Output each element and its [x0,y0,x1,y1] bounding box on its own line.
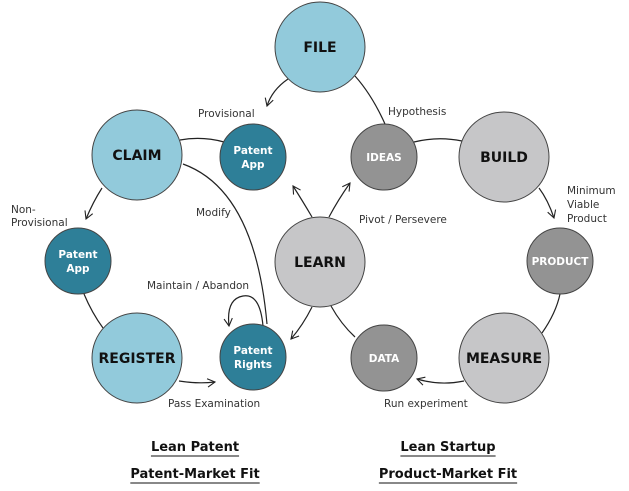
title-product-market-fit: Product-Market Fit [379,467,517,482]
edge-patent-rights-self-loop [223,295,264,328]
label-maintain-abandon: Maintain / Abandon [147,280,249,292]
title-patent-market-fit: Patent-Market Fit [130,467,259,482]
label-provisional: Provisional [198,108,255,120]
node-patent-app-top: Patent App [219,123,287,191]
label-pivot-persevere: Pivot / Persevere [359,214,447,226]
label-hypothesis: Hypothesis [388,106,446,118]
node-label: BUILD [480,150,528,166]
edge-patent-app-register [83,293,104,329]
node-ideas: IDEAS [350,123,418,191]
node-label: MEASURE [466,351,542,367]
edge-ideas-build [413,138,463,143]
edge-claim-to-patent-rights-modify [182,163,268,325]
label-non-provisional-line1: Non- [11,204,36,216]
node-data: DATA [350,324,418,392]
node-label-line1: Patent [233,345,272,357]
edge-learn-to-ideas [328,182,351,218]
label-non-provisional-line2: Provisional [11,217,68,229]
edge-build-to-product [538,187,557,220]
edge-product-measure [541,293,561,334]
node-circle [274,1,366,93]
node-circle [526,227,594,295]
node-claim: CLAIM [91,109,183,201]
edge-file-to-ideas [354,75,386,125]
node-file: FILE [274,1,366,93]
node-label-line2: Rights [234,359,272,371]
node-circle [44,227,112,295]
node-circle [350,123,418,191]
node-circle [219,323,287,391]
node-label: IDEAS [366,152,401,164]
node-build: BUILD [458,111,550,203]
node-label-line1: Patent [233,145,272,157]
label-mvp-line3: Product [567,213,607,225]
edge-learn-data [330,305,356,338]
edge-learn-to-patent-rights [290,306,313,340]
edge-measure-to-data [415,376,465,386]
node-measure: MEASURE [458,312,550,404]
node-circle [91,312,183,404]
title-lean-patent: Lean Patent [151,440,239,455]
title-lean-startup: Lean Startup [400,440,495,455]
node-circle [458,111,550,203]
edge-learn-to-patent-app [292,185,313,218]
node-product: PRODUCT [526,227,594,295]
node-label: PRODUCT [532,256,590,268]
node-label: CLAIM [112,148,161,164]
node-label: DATA [369,353,400,365]
label-mvp-line2: Viable [567,199,599,211]
edge-register-to-patent-rights [178,378,217,388]
edge-claim-patent-app [179,137,225,143]
node-circle [91,109,183,201]
label-pass-examination: Pass Examination [168,398,260,410]
node-circle [458,312,550,404]
edge-claim-to-patent-app-left [84,187,103,221]
node-label-line2: App [66,263,90,275]
node-label-line1: Patent [58,249,97,261]
node-circle [350,324,418,392]
node-register: REGISTER [91,312,183,404]
node-patent-app-left: Patent App [44,227,112,295]
node-circle [219,123,287,191]
edges [83,75,561,388]
node-label: REGISTER [98,351,175,367]
node-label: LEARN [294,255,346,271]
node-learn: LEARN [274,216,366,308]
edge-file-to-patent-app [264,78,289,108]
label-modify: Modify [196,207,231,219]
node-label-line2: App [241,159,265,171]
label-mvp-line1: Minimum [567,185,616,197]
node-patent-rights: Patent Rights [219,323,287,391]
node-circle [274,216,366,308]
label-run-experiment: Run experiment [384,398,468,410]
node-label: FILE [303,40,336,56]
